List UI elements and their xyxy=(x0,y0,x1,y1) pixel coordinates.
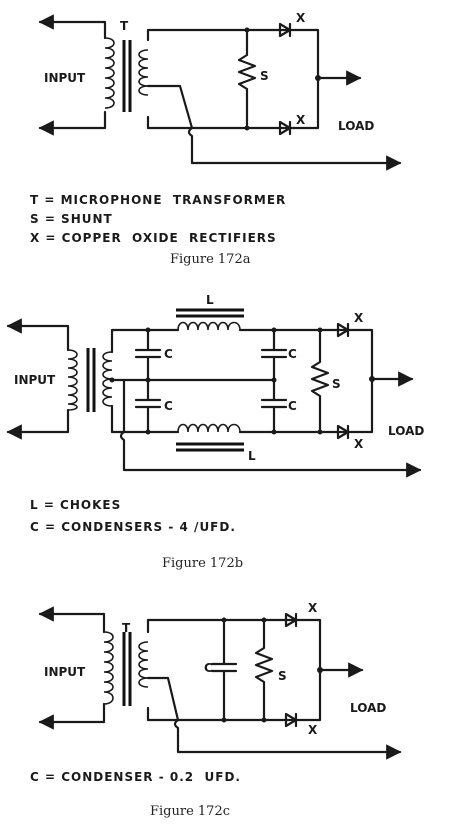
input-wire-top xyxy=(6,318,70,352)
rectifier-label: X xyxy=(354,437,364,451)
shunt-resistor xyxy=(310,328,330,434)
secondary-wire-top xyxy=(146,28,292,42)
legend-line: C = CONDENSERS - 4 /UFD. xyxy=(30,520,236,534)
rectifier-label: X xyxy=(308,723,318,737)
rectifier-label: X xyxy=(308,601,318,615)
load-label: LOAD xyxy=(338,119,374,133)
input-label: INPUT xyxy=(14,373,56,387)
shunt-resistor xyxy=(254,618,274,722)
figure-172a-schematic: INPUT LOAD T S X X xyxy=(38,11,402,171)
legend-line: X = COPPER OXIDE RECTIFIERS xyxy=(30,231,277,245)
capacitor-label: C xyxy=(164,347,173,361)
primary-coil xyxy=(67,349,78,411)
input-wire-bottom xyxy=(38,110,107,136)
capacitor-c1 xyxy=(134,328,162,382)
transformer-label: T xyxy=(122,621,131,635)
input-wire-bottom xyxy=(6,408,70,440)
input-label: INPUT xyxy=(44,665,86,679)
center-tap-wire xyxy=(146,676,180,722)
figure-caption: Figure 172c xyxy=(150,804,231,819)
load-label: LOAD xyxy=(350,701,386,715)
rectifier-label: X xyxy=(296,113,306,127)
secondary-wire-bottom xyxy=(146,706,298,722)
choke-top xyxy=(177,321,241,331)
output-bus xyxy=(346,328,374,434)
top-rail xyxy=(110,328,180,354)
primary-coil xyxy=(103,631,114,705)
transformer-label: T xyxy=(120,19,129,33)
capacitor-c4 xyxy=(260,378,288,434)
shunt-label: S xyxy=(278,669,287,683)
figure-172c-schematic: INPUT LOAD T C S X X xyxy=(38,601,402,760)
capacitor-label: C xyxy=(288,399,297,413)
secondary-coil xyxy=(138,641,149,688)
input-wire-top xyxy=(38,14,107,40)
choke-label: L xyxy=(248,449,256,463)
capacitor-label: C xyxy=(288,347,297,361)
input-label: INPUT xyxy=(44,71,86,85)
output-bus xyxy=(294,618,322,722)
figure-caption: Figure 172b xyxy=(162,556,244,571)
capacitor-c2 xyxy=(260,328,288,382)
rectifier-label: X xyxy=(296,11,306,25)
figure-caption: Figure 172a xyxy=(170,252,251,267)
secondary-coil xyxy=(138,49,149,96)
shunt-label: S xyxy=(332,377,341,391)
choke-bottom xyxy=(177,423,241,433)
capacitor-label: C xyxy=(204,661,213,675)
figure-172b-schematic: INPUT LOAD L L C C C C S X X xyxy=(6,293,424,478)
rectifier-label: X xyxy=(354,311,364,325)
center-tap-return xyxy=(173,718,402,760)
shunt-resistor xyxy=(237,28,257,130)
legend-line: C = CONDENSER - 0.2 UFD. xyxy=(30,770,241,784)
choke-label: L xyxy=(206,293,214,307)
legend-line: L = CHOKES xyxy=(30,498,122,512)
input-wire-bottom xyxy=(38,702,106,730)
primary-coil xyxy=(104,37,115,109)
load-label: LOAD xyxy=(388,424,424,438)
shunt-label: S xyxy=(260,69,269,83)
bottom-rail xyxy=(110,404,180,434)
input-wire-top xyxy=(38,606,106,634)
legend-line: T = MICROPHONE TRANSFORMER xyxy=(30,193,287,207)
secondary-wire-bottom xyxy=(146,115,292,130)
center-tap-wire xyxy=(146,84,194,130)
capacitor-label: C xyxy=(164,399,173,413)
secondary-wire-top xyxy=(146,618,298,634)
capacitor-c3 xyxy=(134,378,162,434)
legend-line: S = SHUNT xyxy=(30,212,113,226)
center-tap-return xyxy=(119,378,422,478)
capacitor xyxy=(210,618,238,722)
center-tap-return xyxy=(187,126,402,171)
